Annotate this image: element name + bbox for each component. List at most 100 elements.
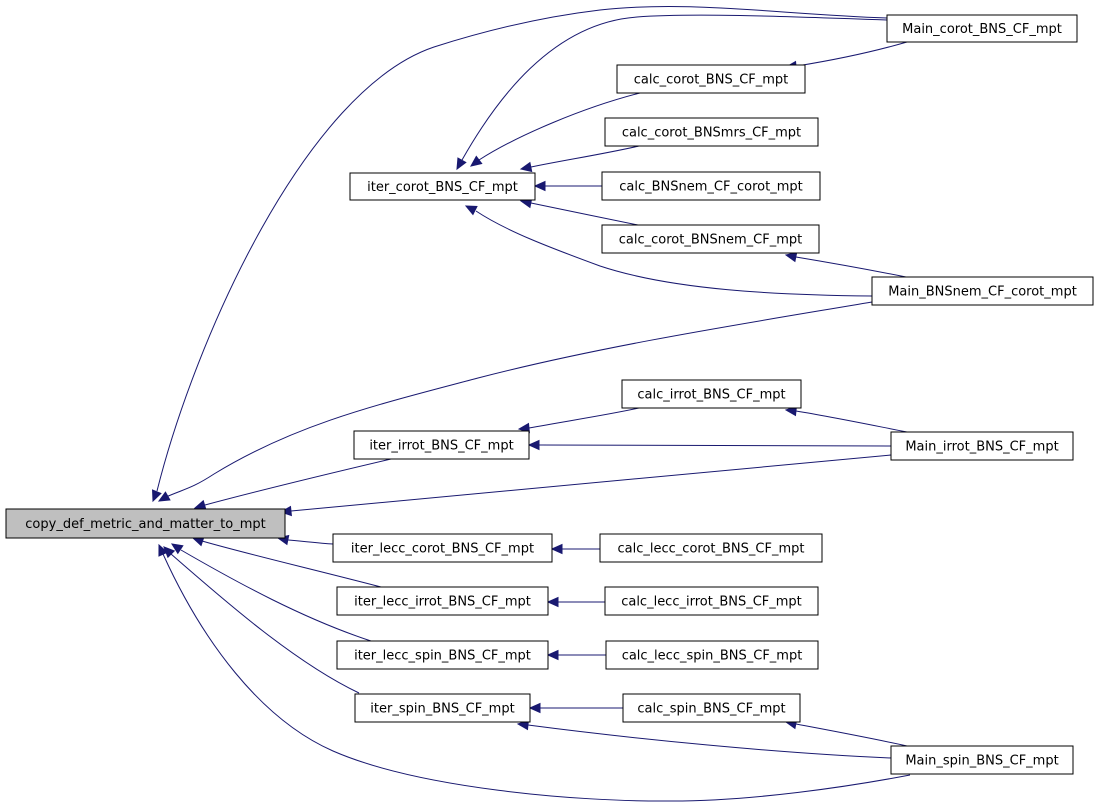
edge-line: [170, 553, 360, 694]
edge-calc_corot-to-iter_corot: [519, 145, 640, 173]
arrowhead-icon: [519, 161, 533, 173]
node-main-corot[interactable]: Main_corot_BNS_CF_mpt: [886, 14, 1078, 43]
node-iter-irrot[interactable]: iter_irrot_BNS_CF_mpt: [353, 430, 530, 460]
node-box[interactable]: [604, 117, 819, 147]
edge-iter_irrot-to-copy_def: [279, 454, 892, 517]
edge-line: [796, 41, 908, 67]
arrowhead-icon: [464, 205, 478, 216]
node-box[interactable]: [622, 693, 801, 723]
node-box[interactable]: [601, 171, 821, 201]
node-main-irrot[interactable]: Main_irrot_BNS_CF_mpt: [890, 431, 1074, 461]
node-box[interactable]: [886, 14, 1078, 43]
node-label: Main_irrot_BNS_CF_mpt: [905, 440, 1058, 455]
node-calc-spin[interactable]: calc_spin_BNS_CF_mpt: [622, 693, 801, 723]
edge-iter_spin-to-copy_def: [158, 543, 911, 802]
node-box[interactable]: [332, 533, 553, 563]
node-main-nem-corot[interactable]: Main_BNSnem_CF_corot_mpt: [871, 276, 1094, 306]
node-label: calc_lecc_spin_BNS_CF_mpt: [622, 649, 803, 664]
node-label: calc_lecc_irrot_BNS_CF_mpt: [621, 595, 802, 610]
arrowhead-icon: [546, 649, 559, 661]
node-iter-lecc-corot[interactable]: iter_lecc_corot_BNS_CF_mpt: [332, 533, 553, 563]
arrowhead-icon: [456, 157, 467, 171]
edge-line: [201, 540, 382, 588]
edge-line: [530, 145, 640, 168]
arrowhead-icon: [533, 180, 546, 192]
node-calc-irrot[interactable]: calc_irrot_BNS_CF_mpt: [621, 379, 802, 409]
arrowhead-icon: [550, 543, 563, 555]
node-calc-lecc-spin[interactable]: calc_lecc_spin_BNS_CF_mpt: [605, 640, 819, 670]
node-box[interactable]: [353, 430, 530, 460]
edge-main_spin-to-copy_def: [456, 14, 888, 171]
edge-iter_corot-to-copy_def: [152, 5, 888, 503]
node-label: Main_spin_BNS_CF_mpt: [905, 754, 1058, 769]
node-label: calc_lecc_corot_BNS_CF_mpt: [618, 542, 805, 557]
node-label: calc_corot_BNSnem_CF_mpt: [619, 233, 802, 248]
edge-iter_lecc_spin-to-copy_def: [163, 546, 360, 694]
edge-line: [180, 549, 372, 642]
edge-line: [156, 5, 888, 492]
node-label: Main_BNSnem_CF_corot_mpt: [888, 285, 1077, 300]
edge-calc_lecc_irrot-to-iter_lecc_irrot: [546, 649, 606, 661]
edge-calc_lecc_spin-to-iter_lecc_spin: [528, 702, 624, 714]
node-main-spin[interactable]: Main_spin_BNS_CF_mpt: [890, 745, 1074, 775]
edge-main_corot-to-iter_corot: [470, 92, 641, 167]
edge-calc_lecc_corot-to-iter_lecc_corot: [546, 596, 606, 608]
node-box[interactable]: [5, 508, 286, 539]
node-label: calc_corot_BNS_CF_mpt: [634, 73, 789, 88]
edge-line: [795, 410, 908, 433]
arrowhead-icon: [157, 491, 171, 502]
arrowhead-icon: [152, 489, 162, 503]
edge-main_irrot-to-copy_def: [276, 534, 334, 546]
node-calc-corot-nem[interactable]: calc_corot_BNSnem_CF_mpt: [601, 224, 820, 254]
edge-main_spin-to-iter_spin: [784, 718, 908, 747]
node-iter-lecc-spin[interactable]: iter_lecc_spin_BNS_CF_mpt: [336, 640, 549, 670]
node-iter-spin[interactable]: iter_spin_BNS_CF_mpt: [354, 693, 531, 723]
node-box[interactable]: [604, 586, 819, 616]
arrowhead-icon: [527, 439, 540, 451]
node-copy-def[interactable]: copy_def_metric_and_matter_to_mpt: [5, 508, 286, 539]
node-box[interactable]: [599, 533, 823, 563]
edge-line: [165, 301, 873, 498]
node-label: iter_irrot_BNS_CF_mpt: [369, 439, 513, 454]
edge-layer: [152, 5, 911, 802]
edge-calc_corot_nem-to-iter_corot: [464, 205, 873, 297]
node-calc-lecc-corot[interactable]: calc_lecc_corot_BNS_CF_mpt: [599, 533, 823, 563]
node-box[interactable]: [621, 379, 802, 409]
node-calc-corot[interactable]: calc_corot_BNS_CF_mpt: [616, 64, 806, 94]
node-label: calc_irrot_BNS_CF_mpt: [637, 388, 785, 403]
node-box[interactable]: [601, 224, 820, 254]
arrowhead-icon: [784, 251, 798, 263]
edge-line: [461, 14, 888, 161]
edge-calc_irrot-to-iter_irrot: [527, 439, 892, 451]
arrowhead-icon: [193, 499, 207, 511]
node-calc-lecc-irrot[interactable]: calc_lecc_irrot_BNS_CF_mpt: [604, 586, 819, 616]
edge-line: [287, 539, 334, 545]
edge-main_nem_corot-to-calc_corot_nem: [517, 407, 640, 434]
node-box[interactable]: [616, 64, 806, 94]
edge-iter_lecc_corot-to-copy_def: [191, 536, 382, 588]
node-box[interactable]: [354, 693, 531, 723]
arrowhead-icon: [528, 702, 541, 714]
node-box[interactable]: [336, 640, 549, 670]
edge-main_irrot-to-calc_irrot: [550, 543, 600, 555]
node-label: calc_corot_BNSmrs_CF_mpt: [622, 126, 801, 141]
edge-line: [290, 454, 892, 512]
node-box[interactable]: [871, 276, 1094, 306]
node-label: iter_lecc_spin_BNS_CF_mpt: [354, 649, 531, 664]
node-box[interactable]: [890, 745, 1074, 775]
node-box[interactable]: [605, 640, 819, 670]
node-label: iter_spin_BNS_CF_mpt: [370, 702, 514, 717]
edge-calc_corot_mrs-to-iter_corot: [533, 180, 602, 192]
node-box[interactable]: [349, 172, 536, 201]
node-iter-lecc-irrot[interactable]: iter_lecc_irrot_BNS_CF_mpt: [336, 586, 549, 616]
node-calc-nem-corot[interactable]: calc_BNSnem_CF_corot_mpt: [601, 171, 821, 201]
node-box[interactable]: [890, 431, 1074, 461]
node-iter-corot[interactable]: iter_corot_BNS_CF_mpt: [349, 172, 536, 201]
edge-line: [478, 92, 641, 161]
edge-calc_spin-to-iter_spin: [516, 719, 892, 759]
arrowhead-icon: [170, 543, 184, 555]
node-box[interactable]: [336, 586, 549, 616]
edge-line: [475, 210, 873, 297]
node-calc-corot-mrs[interactable]: calc_corot_BNSmrs_CF_mpt: [604, 117, 819, 147]
